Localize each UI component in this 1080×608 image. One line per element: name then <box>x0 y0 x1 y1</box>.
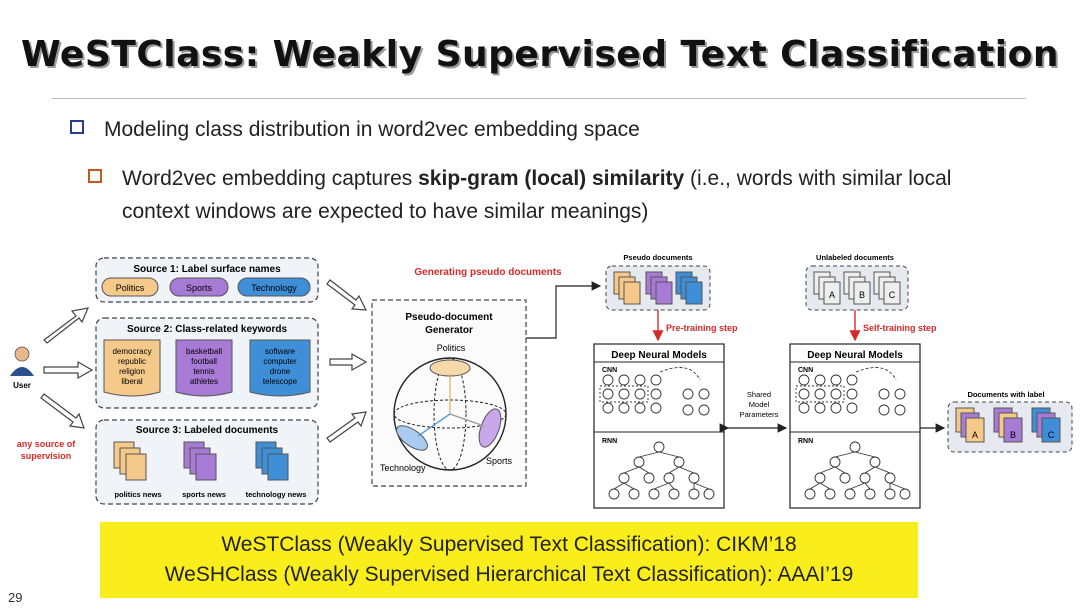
generator-title-2: Generator <box>425 325 473 336</box>
source3-title: Source 3: Labeled documents <box>136 425 279 436</box>
bullet-level1: Modeling class distribution in word2vec … <box>70 118 640 142</box>
keyword: liberal <box>121 377 143 386</box>
source1-title: Source 1: Label surface names <box>133 264 281 275</box>
bullet-level2-prefix: Word2vec embedding captures <box>122 167 419 190</box>
technology-docs-icon <box>255 441 289 481</box>
keyword: tennis <box>193 367 214 376</box>
rnn-label-left: RNN <box>602 438 617 445</box>
unlabeled-letter-a: A <box>829 290 835 300</box>
shared-label-1: Shared <box>747 390 771 399</box>
pretraining-label: Pre-training step <box>666 323 738 333</box>
keyword: computer <box>263 357 297 366</box>
references-box: WeSTClass (Weakly Supervised Text Classi… <box>100 522 918 598</box>
source2-sports-note <box>175 339 233 397</box>
keyword: football <box>191 357 217 366</box>
unlabeled-documents-label: Unlabeled documents <box>816 253 894 262</box>
keyword: telescope <box>263 377 298 386</box>
unlabeled-letter-b: B <box>859 290 865 300</box>
source1-label-technology <box>237 277 311 297</box>
generating-pseudo-docs-label: Generating pseudo documents <box>414 267 562 278</box>
pseudo-docs-icon <box>613 271 703 305</box>
labeled-docs-icon <box>955 407 1061 443</box>
bullet-level2-bold: skip-gram (local) similarity <box>418 167 685 190</box>
title-divider <box>52 98 1026 99</box>
deep-neural-models-left <box>593 343 725 509</box>
bullet-level2-text: Word2vec embedding captures skip-gram (l… <box>122 162 962 228</box>
generator-to-pseudo-arrow <box>526 281 602 339</box>
user-label: User <box>13 381 31 390</box>
source3-caption-technology: technology news <box>246 490 307 499</box>
labeled-letter-c: C <box>1048 430 1055 440</box>
square-bullet-icon <box>70 120 84 134</box>
bullet-level2-suffix: (i.e., words with similar local context … <box>122 167 952 223</box>
shared-label-3: Parameters <box>740 410 779 419</box>
source3-caption-sports: sports news <box>182 490 226 499</box>
generator-sports-label: Sports <box>486 456 513 466</box>
politics-docs-icon <box>113 441 147 481</box>
embedding-sphere-icon <box>393 357 507 471</box>
rnn-label-right: RNN <box>798 438 813 445</box>
bullet-level1-text: Modeling class distribution in word2vec … <box>104 118 640 141</box>
source3-caption-politics: politics news <box>114 490 161 499</box>
keyword: democracy <box>112 347 151 356</box>
keyword: drone <box>270 367 291 376</box>
any-source-label-2: supervision <box>21 451 72 461</box>
user-icon <box>10 346 34 376</box>
source1-label-politics <box>101 277 159 297</box>
reference-weshclass: WeSHClass (Weakly Supervised Hierarchica… <box>164 563 854 586</box>
dnm-title-left: Deep Neural Models <box>611 350 707 361</box>
generator-title-1: Pseudo-document <box>405 312 493 323</box>
unlabeled-letter-c: C <box>889 290 896 300</box>
keyword: athletes <box>190 377 218 386</box>
bullet-level2: Word2vec embedding captures skip-gram (l… <box>88 162 988 228</box>
unlabeled-docs-icon <box>813 271 901 305</box>
source2-title: Source 2: Class-related keywords <box>127 324 288 335</box>
westclass-diagram: User any source of supervision Source 1:… <box>10 253 1073 509</box>
sources-to-generator-arrows <box>326 279 368 443</box>
source2-politics-note <box>103 339 161 397</box>
source1-label-sports <box>169 277 229 297</box>
keyword: software <box>265 347 296 356</box>
shared-label-2: Model <box>749 400 770 409</box>
deep-neural-models-right <box>789 343 921 509</box>
labeled-letter-a: A <box>972 430 978 440</box>
slide-title: WeSTClass: Weakly Supervised Text Classi… <box>21 34 1059 75</box>
cnn-label-right: CNN <box>798 367 813 374</box>
selftraining-label: Self-training step <box>863 323 937 333</box>
keyword: religion <box>119 367 145 376</box>
any-source-label-1: any source of <box>17 439 77 449</box>
reference-westclass: WeSTClass (Weakly Supervised Text Classi… <box>221 533 797 556</box>
sports-docs-icon <box>183 441 217 481</box>
page-number: 29 <box>8 590 23 605</box>
source2-technology-note <box>249 339 311 397</box>
source1-label-sports-text: Sports <box>186 283 213 293</box>
source1-label-technology-text: Technology <box>251 283 297 293</box>
cnn-label-left: CNN <box>602 367 617 374</box>
square-bullet-icon <box>88 169 102 183</box>
keyword: basketball <box>186 347 222 356</box>
dnm-title-right: Deep Neural Models <box>807 350 903 361</box>
user-to-sources-arrows <box>40 307 94 429</box>
generator-politics-label: Politics <box>437 343 466 353</box>
pseudo-documents-label: Pseudo documents <box>623 253 692 262</box>
documents-with-label-title: Documents with label <box>967 390 1044 399</box>
source1-label-politics-text: Politics <box>116 283 145 293</box>
generator-technology-label: Technology <box>380 463 426 473</box>
labeled-letter-b: B <box>1010 430 1016 440</box>
keyword: republic <box>118 357 146 366</box>
